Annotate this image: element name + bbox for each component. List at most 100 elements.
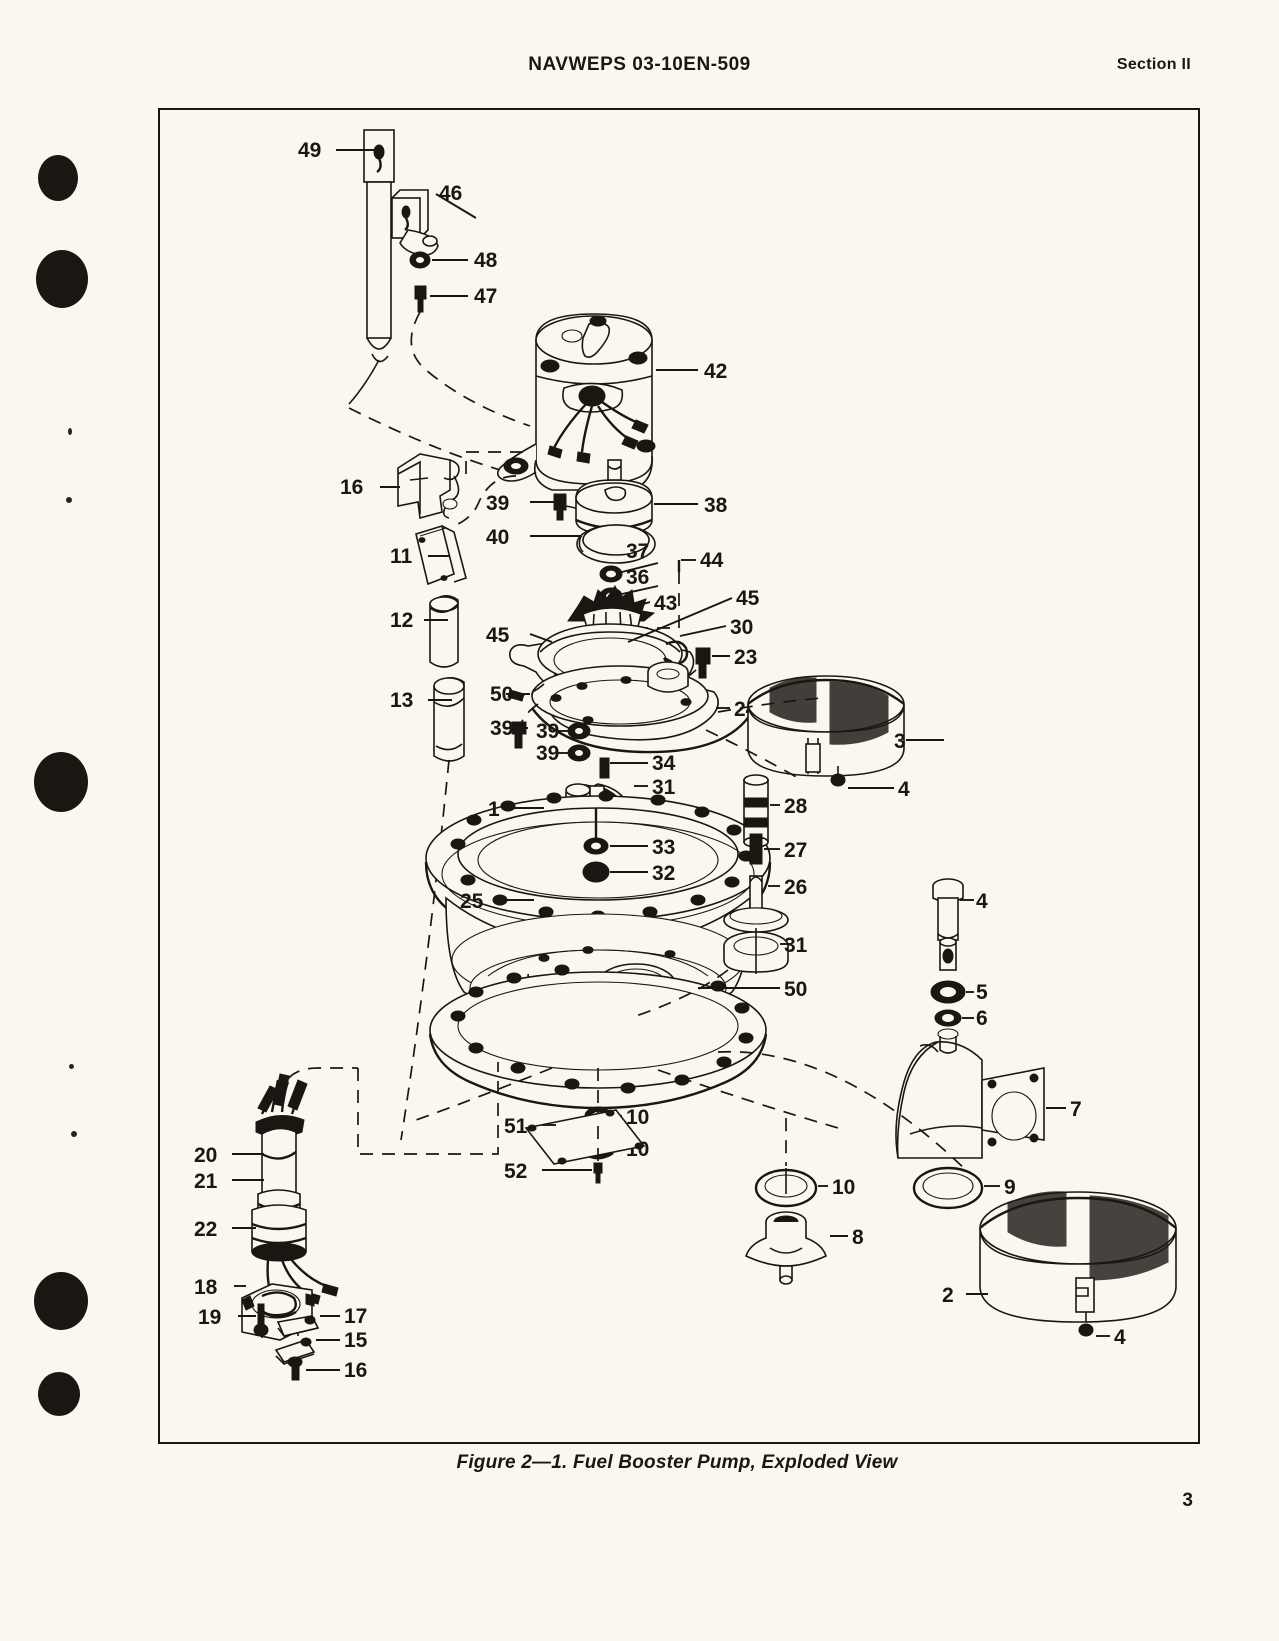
part-6-oring <box>930 980 966 1004</box>
callout-51: 46 <box>439 182 462 205</box>
part-16-clamp <box>397 453 460 520</box>
part-15-liner <box>433 677 465 762</box>
callout-22: 20 <box>194 1144 217 1167</box>
part-5-pin-detail <box>939 937 957 971</box>
part-26-body-plate <box>531 661 754 754</box>
callout-4b: 4 <box>1114 1326 1126 1349</box>
part-40-screw <box>511 721 527 749</box>
paper-speck <box>69 1064 74 1069</box>
part-54-tube <box>348 129 395 405</box>
callout-38: 39 <box>536 720 559 743</box>
callout-28: 26 <box>784 876 807 899</box>
part-2-screen-band-lower <box>979 1191 1177 1337</box>
paper-speck <box>68 428 72 435</box>
callout-53: 48 <box>474 249 498 272</box>
callout-43: 38 <box>704 494 728 517</box>
callout-10b: 10 <box>832 1176 855 1199</box>
part-25-screw <box>667 647 711 689</box>
callout-34: 32 <box>652 862 675 885</box>
exploded-view-diagram: 49 46 48 47 <box>158 108 1196 1440</box>
binder-punch-mark <box>38 155 78 201</box>
callout-45: 40 <box>486 526 509 549</box>
binder-punch-mark <box>34 1272 88 1330</box>
callout-47: 45 <box>736 587 760 610</box>
callout-32: 31 <box>784 934 808 957</box>
part-5-bolt <box>932 878 964 941</box>
callout-57: 50 <box>784 978 807 1001</box>
part-17-clip <box>274 1337 316 1365</box>
figure-caption: Figure 2—1. Fuel Booster Pump, Exploded … <box>456 1452 898 1473</box>
callout-40: 39 <box>490 717 513 740</box>
part-39-motor <box>496 313 656 542</box>
part-13-key <box>415 524 467 586</box>
part-30-sleeve <box>743 774 769 848</box>
figure-border <box>158 108 1200 1444</box>
callout-3: 3 <box>894 730 906 753</box>
binder-punch-mark <box>36 250 88 308</box>
callout-2: 2 <box>942 1284 954 1307</box>
callout-20: 18 <box>194 1276 218 1299</box>
callout-6: 5 <box>976 981 988 1004</box>
part-3-screen-band <box>747 675 905 787</box>
part-51-bracket <box>391 189 439 256</box>
callout-39: 42 <box>704 360 727 383</box>
callout-44: 39 <box>486 492 509 515</box>
part-14-sleeve <box>429 595 459 668</box>
callout-24: 22 <box>194 1218 217 1241</box>
callout-50: 50 <box>490 683 513 706</box>
part-29-pin <box>749 833 763 865</box>
callout-14: 12 <box>390 609 413 632</box>
part-18-screw <box>287 1356 303 1381</box>
callout-36: 34 <box>652 752 676 775</box>
callout-12: 10 <box>626 1106 649 1129</box>
callout-9: 8 <box>852 1226 864 1249</box>
callout-52: 47 <box>474 285 497 308</box>
callout-21: 19 <box>198 1306 221 1329</box>
callout-56: 52 <box>504 1160 527 1183</box>
callout-42: 37 <box>626 540 649 563</box>
part-21-screw <box>253 1303 269 1337</box>
part-53-washer <box>409 251 431 269</box>
part-10-oring-upper <box>912 1166 984 1210</box>
binder-punch-mark <box>38 1372 80 1416</box>
callout-18: 16 <box>344 1359 367 1382</box>
callout-23: 21 <box>194 1170 218 1193</box>
page-number: 3 <box>1182 1490 1193 1511</box>
part-43-cap <box>575 459 653 535</box>
callout-25: 23 <box>734 646 757 669</box>
paper-speck <box>71 1131 77 1137</box>
part-36-key <box>599 757 610 779</box>
part-7-washer <box>934 1009 962 1027</box>
callout-49: 45 <box>486 624 510 647</box>
callout-7: 6 <box>976 1007 988 1030</box>
part-34-nut <box>582 861 610 883</box>
callout-13: 11 <box>390 545 413 568</box>
callout-16: 16 <box>340 476 363 499</box>
header-section: Section II <box>1116 56 1191 73</box>
part-8-elbow <box>895 1028 1045 1159</box>
part-56-screw <box>593 1162 603 1184</box>
part-55-cover-plate <box>524 1109 646 1165</box>
callout-54: 49 <box>298 139 321 162</box>
callout-55: 51 <box>504 1115 528 1138</box>
callout-41: 36 <box>626 566 649 589</box>
callout-8-label: 7 <box>1070 1098 1082 1121</box>
callout-27: 25 <box>460 890 484 913</box>
callout-19: 17 <box>344 1305 367 1328</box>
part-37-washer <box>567 744 591 762</box>
part-9-check-valve <box>745 1211 827 1285</box>
callout-1: 1 <box>488 798 500 821</box>
callout-4a: 4 <box>898 778 910 801</box>
header-title: NAVWEPS 03-10EN-509 <box>528 54 751 75</box>
part-35-washer <box>583 808 609 855</box>
part-19-clip <box>276 1315 320 1337</box>
binder-punch-mark <box>34 752 88 812</box>
paper-speck <box>66 497 72 503</box>
callout-29: 27 <box>784 839 807 862</box>
callout-30: 28 <box>784 795 808 818</box>
callout-10a: 9 <box>1004 1176 1016 1199</box>
part-32-seal <box>723 928 789 974</box>
callout-46: 43 <box>654 592 677 615</box>
callout-35: 33 <box>652 836 675 859</box>
